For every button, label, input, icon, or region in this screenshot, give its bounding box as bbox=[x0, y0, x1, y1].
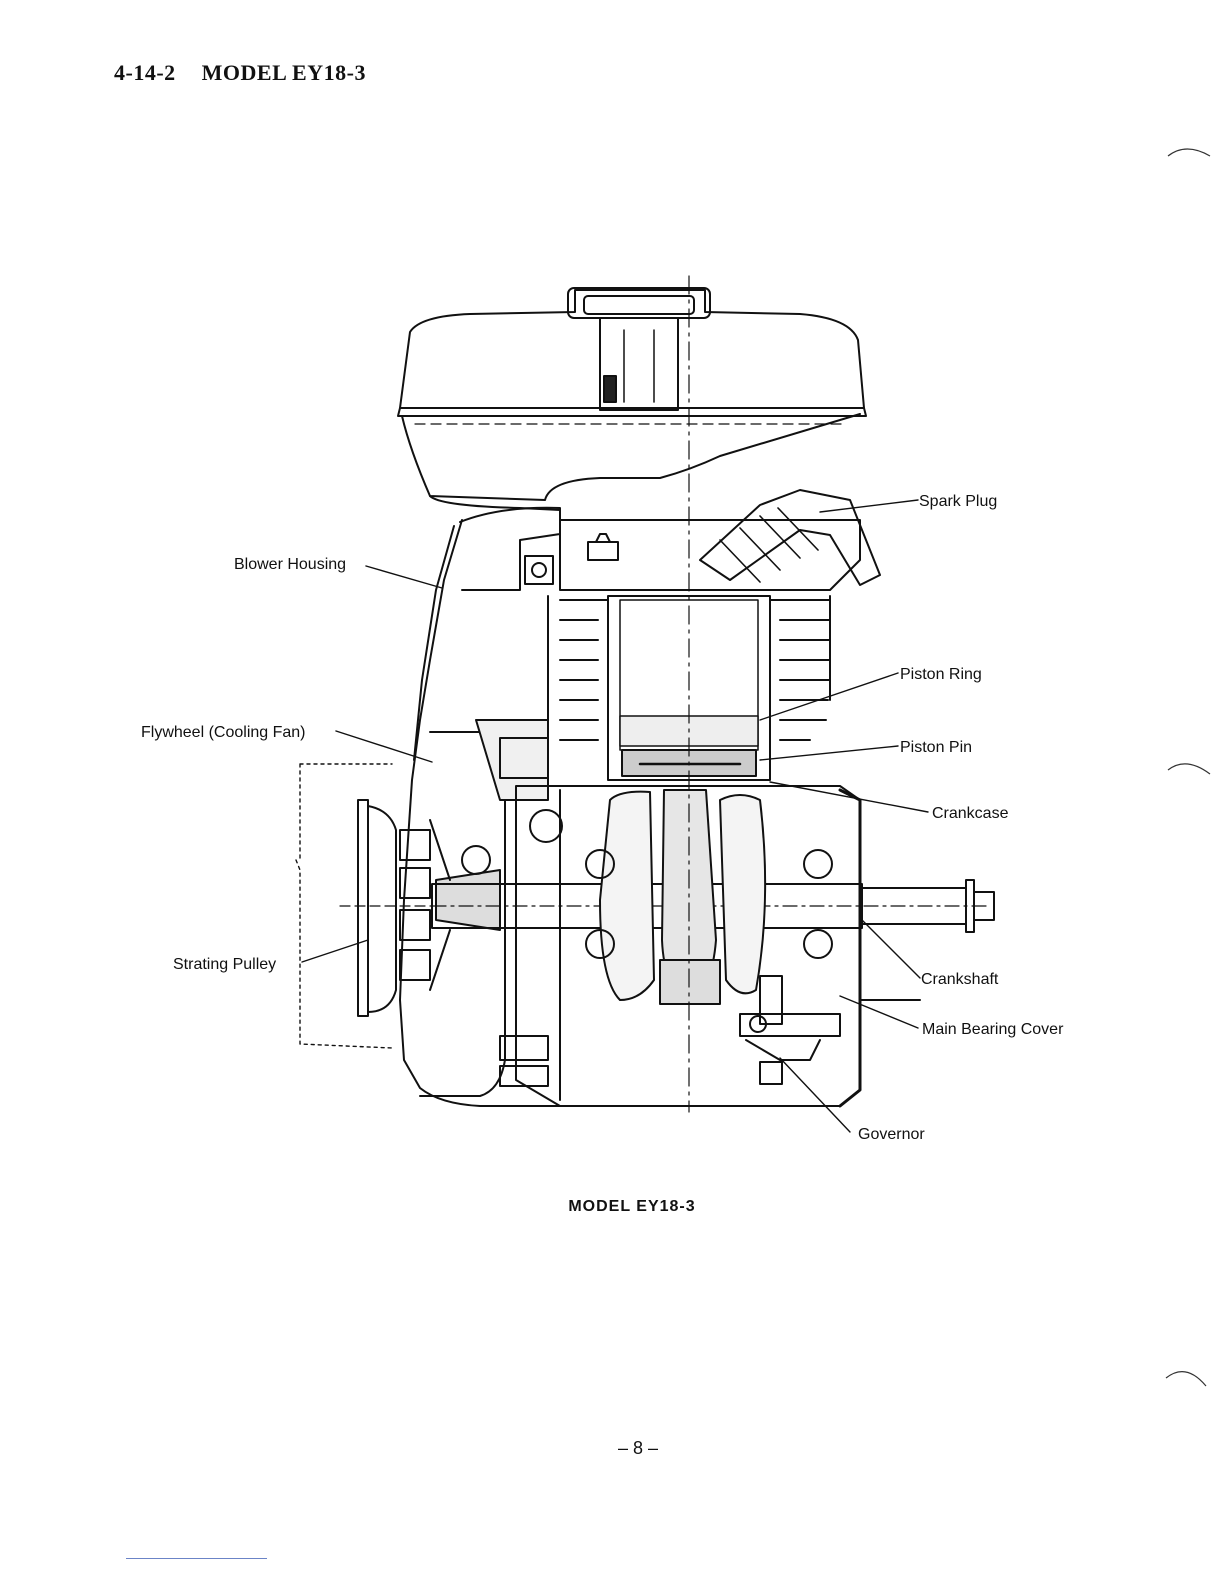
flywheel bbox=[420, 720, 548, 1096]
blower-housing bbox=[400, 508, 560, 1106]
fuel-tank bbox=[398, 290, 866, 510]
spark-plug bbox=[700, 490, 880, 585]
governor bbox=[740, 1014, 840, 1060]
label-main-bearing-cover: Main Bearing Cover bbox=[922, 1021, 1064, 1038]
crankcase bbox=[516, 786, 860, 1106]
label-crankcase: Crankcase bbox=[932, 805, 1009, 822]
label-crankshaft: Crankshaft bbox=[921, 971, 999, 988]
cylinder-head bbox=[525, 520, 860, 590]
page-number: – 8 – bbox=[0, 1438, 1224, 1459]
label-piston-pin: Piston Pin bbox=[900, 739, 972, 756]
footer-rule bbox=[126, 1558, 267, 1559]
label-piston-ring: Piston Ring bbox=[900, 666, 982, 683]
main-bearing-cover bbox=[840, 790, 920, 1106]
label-governor: Governor bbox=[858, 1126, 925, 1143]
label-flywheel: Flywheel (Cooling Fan) bbox=[141, 724, 306, 741]
figure-caption: MODEL EY18-3 bbox=[0, 1198, 1224, 1216]
label-spark-plug: Spark Plug bbox=[919, 493, 997, 510]
label-blower-housing: Blower Housing bbox=[234, 556, 346, 573]
label-starting-pulley: Strating Pulley bbox=[173, 956, 276, 973]
